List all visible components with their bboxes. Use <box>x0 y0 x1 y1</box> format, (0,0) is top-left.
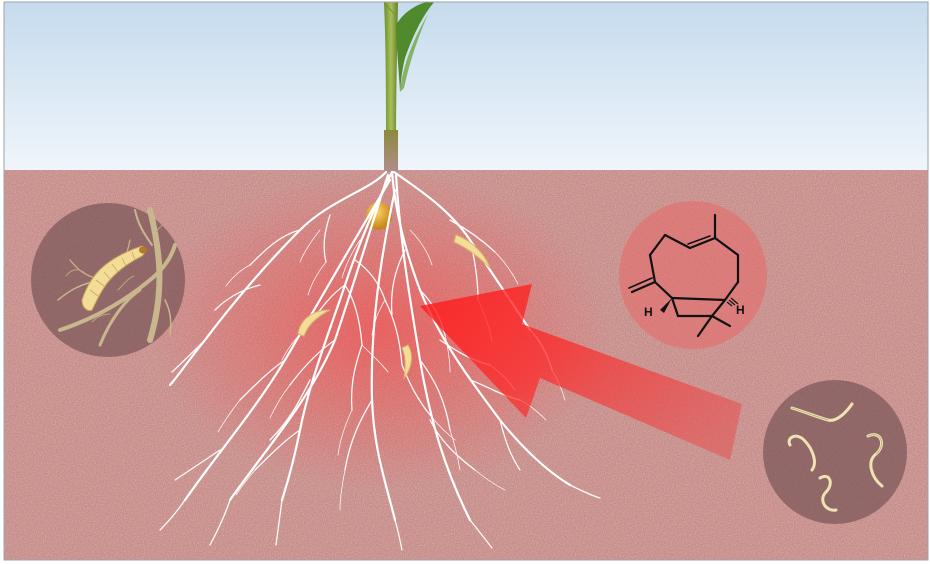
stereo-label-h-left: H <box>644 305 653 319</box>
sky <box>4 2 928 172</box>
nematode-inset <box>763 380 907 524</box>
larva-inset <box>31 203 185 357</box>
beta-caryophyllene-icon: H H <box>619 201 767 349</box>
stereo-label-h-right: H <box>736 303 745 317</box>
